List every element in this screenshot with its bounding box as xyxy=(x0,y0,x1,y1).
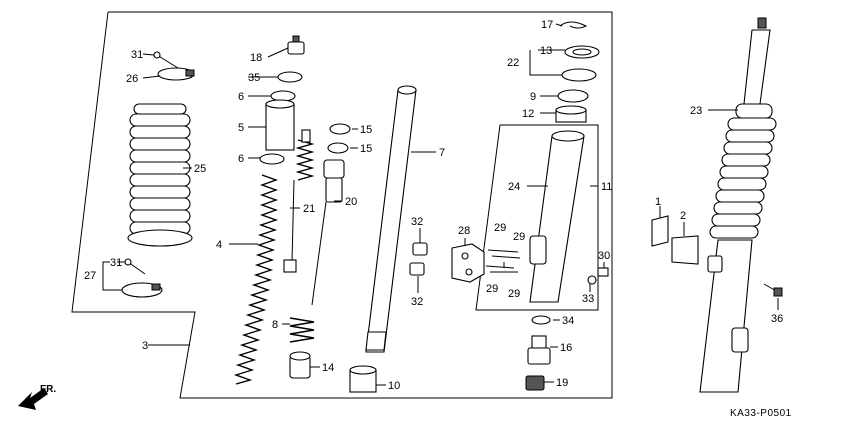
label-29-c: 29 xyxy=(486,283,498,295)
label-26: 26 xyxy=(126,73,138,85)
label-15-b: 15 xyxy=(360,143,372,155)
oil-lock-piece-14 xyxy=(289,351,311,379)
slider-bushing-10 xyxy=(349,365,377,393)
label-10: 10 xyxy=(388,380,400,392)
label-3: 3 xyxy=(142,340,148,352)
bracket-2 xyxy=(671,235,699,265)
label-6-top: 6 xyxy=(238,91,244,103)
fork-slider-24 xyxy=(529,130,585,303)
label-29-b: 29 xyxy=(513,231,525,243)
cap-32-lower xyxy=(409,262,425,276)
label-15-a: 15 xyxy=(360,124,372,136)
piston-ring-15-a xyxy=(329,123,351,135)
label-24: 24 xyxy=(508,181,520,193)
label-5: 5 xyxy=(238,122,244,134)
assembly-frame xyxy=(71,11,613,399)
damper-rod-20 xyxy=(311,159,345,306)
stopper-ring-17 xyxy=(559,21,588,29)
slider-subframe xyxy=(475,124,599,311)
label-19: 19 xyxy=(556,377,568,389)
drain-bolt-19 xyxy=(525,375,545,391)
label-7: 7 xyxy=(439,147,445,159)
fork-spring-4 xyxy=(233,174,279,385)
label-8: 8 xyxy=(272,319,278,331)
label-1: 1 xyxy=(655,196,661,208)
washer-6-lower xyxy=(259,153,285,165)
direction-label: FR. xyxy=(40,384,56,395)
label-28: 28 xyxy=(458,225,470,237)
rebound-spring-8 xyxy=(289,317,315,343)
label-13: 13 xyxy=(540,45,552,57)
label-17: 17 xyxy=(541,19,553,31)
assembled-fork-23 xyxy=(699,17,777,393)
washer-33 xyxy=(587,275,597,285)
label-9: 9 xyxy=(530,91,536,103)
label-31-lower: 31 xyxy=(110,257,122,269)
leader-lines xyxy=(102,23,779,386)
label-29-a: 29 xyxy=(494,222,506,234)
spacer-5 xyxy=(265,99,295,151)
label-33: 33 xyxy=(582,293,594,305)
label-14: 14 xyxy=(322,362,334,374)
front-direction-arrow-icon xyxy=(18,388,48,410)
dust-boot-25 xyxy=(127,103,193,247)
fork-tube-7 xyxy=(365,85,417,353)
label-12: 12 xyxy=(522,108,534,120)
label-29-d: 29 xyxy=(508,288,520,300)
label-20: 20 xyxy=(345,196,357,208)
label-18: 18 xyxy=(250,52,262,64)
bolt-31-top xyxy=(153,51,179,69)
guide-bushing-12 xyxy=(555,105,587,123)
label-30: 30 xyxy=(598,250,610,262)
label-2: 2 xyxy=(680,210,686,222)
damper-rod-21 xyxy=(283,129,315,273)
label-4: 4 xyxy=(216,239,222,251)
axle-holder-28 xyxy=(451,243,485,283)
label-34: 34 xyxy=(562,315,574,327)
lock-piece-16 xyxy=(527,335,551,365)
label-22: 22 xyxy=(507,57,519,69)
label-36: 36 xyxy=(771,313,783,325)
label-6-lower: 6 xyxy=(238,153,244,165)
label-35: 35 xyxy=(248,72,260,84)
label-27: 27 xyxy=(84,270,96,282)
fork-cap-bolt-18 xyxy=(287,35,305,55)
label-31-top: 31 xyxy=(131,49,143,61)
label-32-lower: 32 xyxy=(411,296,423,308)
label-23: 23 xyxy=(690,105,702,117)
boot-band-26 xyxy=(157,67,195,81)
piston-ring-15-b xyxy=(327,142,349,154)
label-25: 25 xyxy=(194,163,206,175)
oil-seal-13 xyxy=(564,45,600,59)
studs-29 xyxy=(485,249,521,273)
diagram-code: KA33-P0501 xyxy=(730,408,792,419)
bracket-1 xyxy=(651,215,669,247)
label-11: 11 xyxy=(601,181,612,193)
bolt-36 xyxy=(763,283,783,297)
label-16: 16 xyxy=(560,342,572,354)
washer-34 xyxy=(531,315,551,325)
bolt-30 xyxy=(597,267,609,277)
label-21: 21 xyxy=(303,203,315,215)
label-32-upper: 32 xyxy=(411,216,423,228)
